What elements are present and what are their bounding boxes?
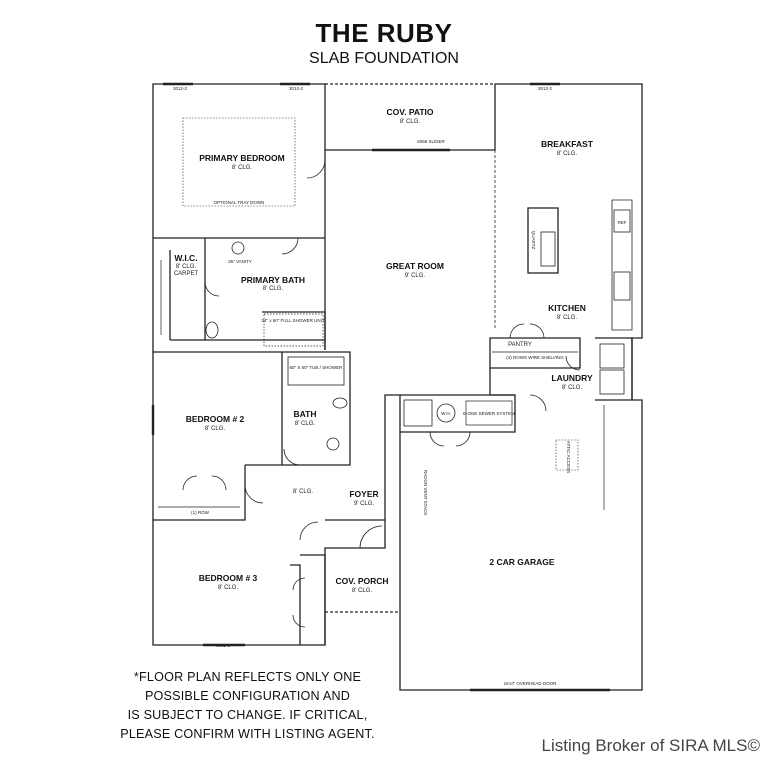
wall-bed2-bottom (153, 465, 246, 521)
door-laundry (565, 355, 581, 371)
label-wh: W.H. (441, 411, 451, 416)
label-window-bed3: 3012-2 (216, 643, 231, 648)
door-front (359, 525, 383, 549)
label-pantry-shelving: (4) ROWS WIRE SHELVING (506, 355, 564, 360)
label-kitchen: KITCHEN (548, 303, 586, 313)
disclaimer-line-4: PLEASE CONFIRM WITH LISTING AGENT. (120, 727, 375, 741)
wall-pantry (489, 337, 581, 369)
clg-cov-patio: 8' CLG. (400, 119, 420, 125)
label-window-3: 3012-2 (538, 86, 553, 91)
label-foyer: FOYER (349, 489, 378, 499)
wall-laundry (595, 337, 633, 401)
toilet-bath (332, 397, 348, 409)
label-great-room: GREAT ROOM (386, 261, 444, 271)
floor-wic: CARPET (174, 271, 199, 277)
toilet-primary (205, 321, 219, 339)
door-wic (204, 281, 220, 297)
label-radon: RADON VENT STACK (423, 470, 428, 515)
label-bedroom2: BEDROOM # 2 (186, 414, 245, 424)
label-breakfast: BREAKFAST (541, 139, 594, 149)
door-bed2 (244, 484, 264, 504)
label-garage: 2 CAR GARAGE (489, 557, 555, 567)
range (613, 271, 631, 301)
label-bed2-closet: (1) ROW (191, 510, 210, 515)
door-primary-bath (281, 237, 299, 255)
label-slider: 6068 SLIDER (417, 139, 445, 144)
label-garage-door: 16'x7' OVERHEAD DOOR (504, 681, 557, 686)
bathtub (287, 356, 345, 386)
kitchen-counter (611, 199, 633, 331)
vanity-sink (231, 241, 245, 255)
clg-primary-bedroom: 8' CLG. (232, 165, 252, 171)
door-bed3-closet (292, 577, 306, 628)
label-window-2: 3012-2 (289, 86, 304, 91)
plan-subtitle: SLAB FOUNDATION (309, 50, 459, 67)
washer (599, 343, 625, 369)
label-ref: REF (618, 220, 627, 225)
label-attic: ATTIC ACCESS (566, 441, 571, 473)
label-bath: BATH (294, 409, 317, 419)
clg-great-room: 9' CLG. (405, 273, 425, 279)
clg-kitchen: 8' CLG. (557, 315, 577, 321)
wall-pantry-lower (489, 368, 515, 396)
wall-bed3-east (300, 554, 326, 645)
door-bath (283, 448, 301, 466)
clg-hall: 8' CLG. (293, 489, 313, 495)
door-garage (529, 394, 547, 412)
clg-cov-porch: 8' CLG. (352, 588, 372, 594)
sewer-system (465, 400, 513, 426)
clg-laundry: 8' CLG. (562, 385, 582, 391)
clg-primary-bath: 8' CLG. (263, 286, 283, 292)
disclaimer-line-3: IS SUBJECT TO CHANGE. IF CRITICAL, (127, 708, 368, 722)
tray-ceiling (182, 117, 296, 207)
label-quartz: QUARTZ (531, 231, 536, 250)
mech-box (403, 399, 433, 427)
clg-bedroom2: 8' CLG. (205, 426, 225, 432)
label-shower: 34" x 60" FULL SHOWER UNIT (261, 318, 325, 323)
dryer (599, 369, 625, 395)
disclaimer-line-1: *FLOOR PLAN REFLECTS ONLY ONE (133, 670, 362, 684)
label-bedroom3: BEDROOM # 3 (199, 573, 258, 583)
label-window-1: 3012-2 (173, 86, 188, 91)
shower-unit (263, 313, 324, 347)
clg-bath: 8' CLG. (295, 421, 315, 427)
label-sewer: E-ONE SEWER SYSTEM (463, 411, 515, 416)
door-mech (429, 431, 471, 447)
kitchen-island (527, 207, 559, 274)
label-pantry: PANTRY (508, 342, 532, 348)
clg-wic: 8' CLG. (176, 264, 196, 270)
door-bed3 (299, 521, 319, 541)
wall-mech (400, 394, 516, 433)
door-bed2-closet (182, 475, 227, 491)
clg-bedroom3: 8' CLG. (218, 585, 238, 591)
refrigerator (613, 209, 631, 233)
bath-sink (326, 437, 340, 451)
label-cov-patio: COV. PATIO (386, 107, 433, 117)
disclaimer: *FLOOR PLAN REFLECTS ONLY ONE POSSIBLE C… (100, 668, 395, 744)
plan-title: THE RUBY (315, 18, 453, 48)
label-tub: 60" X 60" TUB / SHOWER (290, 365, 344, 370)
label-primary-bath: PRIMARY BATH (241, 275, 305, 285)
label-cov-porch: COV. PORCH (335, 576, 388, 586)
label-laundry: LAUNDRY (551, 373, 593, 383)
attic-access (555, 439, 579, 471)
label-vanity: 36" VANITY (228, 259, 252, 264)
disclaimer-line-2: POSSIBLE CONFIGURATION AND (144, 689, 351, 703)
door-primary (306, 159, 326, 179)
water-heater (436, 403, 456, 423)
label-primary-bedroom: PRIMARY BEDROOM (199, 153, 284, 163)
wall-closet-bed3 (290, 564, 301, 645)
wall-bath-box (282, 351, 351, 466)
note-tray: OPTIONAL TRAY DOWN (214, 200, 265, 205)
clg-foyer: 9' CLG. (354, 501, 374, 507)
broker-watermark: Listing Broker of SIRA MLS© (541, 736, 760, 755)
wall-shower (262, 311, 326, 350)
label-wic: W.I.C. (174, 253, 197, 263)
kitchen-sink (540, 231, 556, 267)
door-pantry (509, 323, 545, 339)
clg-breakfast: 8' CLG. (557, 151, 577, 157)
